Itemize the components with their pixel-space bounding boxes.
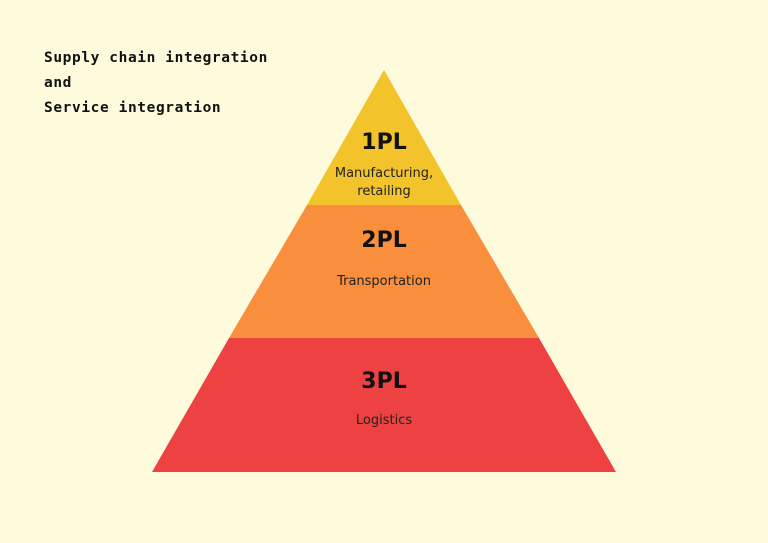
tier-2pl-desc: Transportation bbox=[336, 274, 431, 289]
tier-3pl-title: 3PL bbox=[361, 369, 406, 394]
diagram-heading: Supply chain integration and Service int… bbox=[44, 46, 268, 121]
tier-1pl-shape bbox=[307, 70, 461, 205]
heading-line-2: and bbox=[44, 75, 72, 91]
tier-2pl-shape bbox=[229, 205, 539, 338]
heading-line-3: Service integration bbox=[44, 100, 222, 116]
tier-3pl-desc: Logistics bbox=[356, 413, 412, 428]
tier-2pl-title: 2PL bbox=[361, 228, 406, 253]
heading-line-1: Supply chain integration bbox=[44, 50, 268, 66]
tier-1pl-title: 1PL bbox=[361, 130, 406, 155]
tier-1pl-desc-line-1: Manufacturing, bbox=[335, 166, 433, 181]
tier-1pl-desc-line-2: retailing bbox=[357, 184, 410, 199]
tier-3pl-shape bbox=[152, 338, 616, 472]
